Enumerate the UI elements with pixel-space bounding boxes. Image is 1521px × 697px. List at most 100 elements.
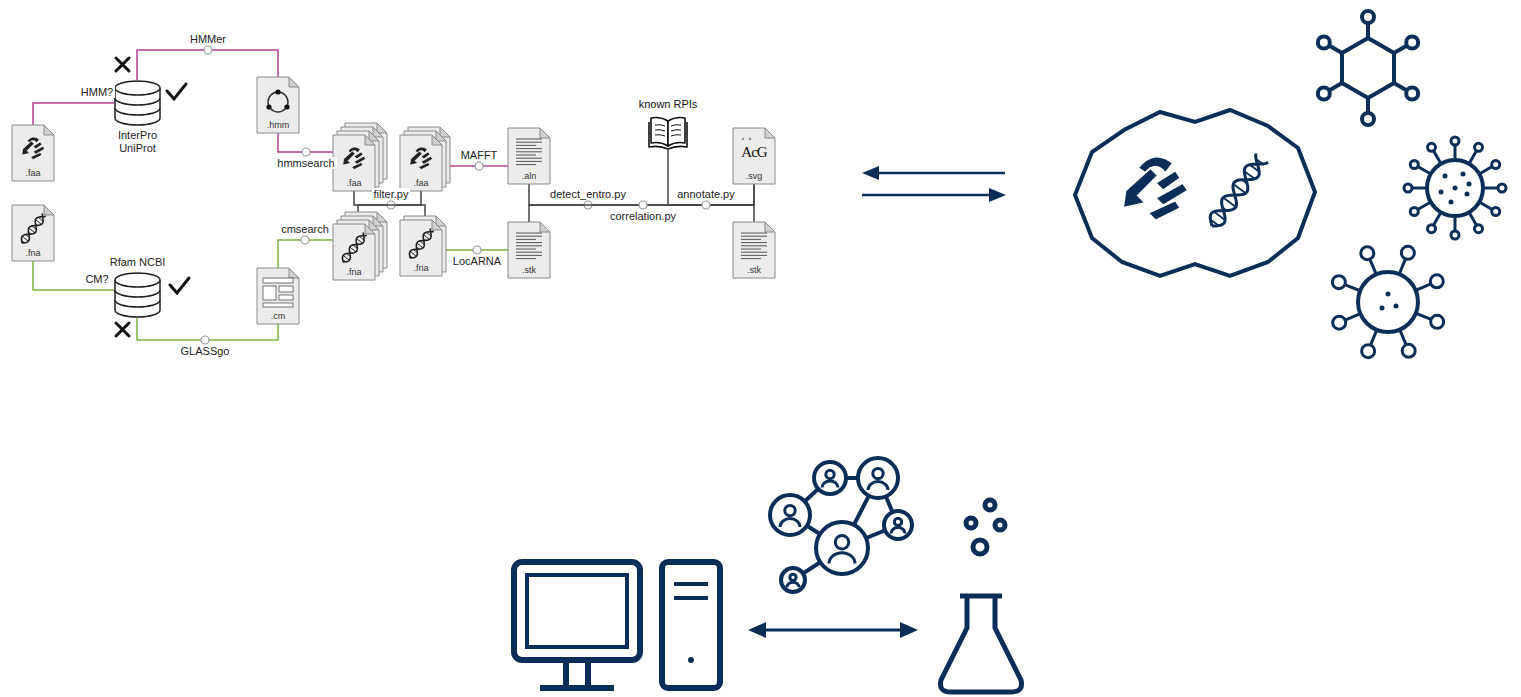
virus-icons <box>1418 202 1431 210</box>
file-shape <box>765 222 775 232</box>
double-arrow <box>748 622 766 638</box>
virus-icons <box>1428 143 1436 151</box>
file-shape <box>765 128 775 138</box>
virus-icons <box>1449 200 1454 205</box>
file-shape <box>432 135 442 145</box>
file-shape <box>333 224 375 280</box>
flask-icon <box>973 540 987 554</box>
file-shape <box>343 236 367 263</box>
file-shape <box>257 268 299 324</box>
virus-icons <box>1394 304 1399 309</box>
file-shape <box>44 125 54 135</box>
tool-marker <box>473 246 481 254</box>
virus-icons <box>1475 225 1483 233</box>
file-shape <box>741 249 761 250</box>
flask-icon <box>995 520 1005 530</box>
virus-icons <box>1380 306 1385 311</box>
file-shape <box>516 258 536 259</box>
file-icon: .fna <box>333 212 387 280</box>
file-shape <box>257 77 299 133</box>
virus-icons <box>1498 184 1506 192</box>
exchange-arrows <box>862 166 879 180</box>
tool-label: hmmsearch <box>275 157 336 169</box>
file-shape <box>516 242 542 243</box>
computer-icon <box>674 584 708 598</box>
file-shape <box>540 128 550 138</box>
database-cylinder <box>115 273 160 287</box>
file-shape <box>22 137 45 160</box>
file-shape <box>516 151 542 152</box>
cell-content <box>1210 159 1263 226</box>
virus-icons <box>1410 208 1418 216</box>
virus-icons <box>1451 137 1459 145</box>
file-shape <box>516 139 542 140</box>
virus-icons <box>1416 313 1431 319</box>
cell-content <box>1123 168 1158 208</box>
file-shape <box>432 220 442 230</box>
file-shape <box>343 233 364 263</box>
virus-icons <box>1358 272 1418 332</box>
network-icon <box>868 482 888 490</box>
file-icon: .faa <box>400 127 450 191</box>
file-shape <box>12 125 54 181</box>
virus-icons <box>1404 184 1412 192</box>
file-shape <box>516 255 542 256</box>
computer-icon <box>540 662 614 688</box>
virus-icons <box>1479 202 1492 210</box>
file-shape <box>284 104 289 109</box>
database-icon: Rfam NCBI <box>103 256 173 318</box>
exchange-arrows <box>876 172 1005 175</box>
node-text: .hmm <box>257 120 299 130</box>
network-icon <box>816 522 868 574</box>
virus-icons <box>1402 344 1415 357</box>
database-cylinder <box>115 273 160 317</box>
file-shape <box>289 77 299 87</box>
tool-label: MAFFT <box>459 149 500 161</box>
check-marks <box>116 58 129 71</box>
file-shape <box>516 249 536 250</box>
tool-marker <box>302 148 310 156</box>
computer-icon <box>662 562 720 688</box>
network-icon <box>785 505 795 515</box>
virus-icons <box>1318 88 1330 100</box>
virus-icons <box>1371 330 1377 345</box>
cell-content <box>1210 154 1268 227</box>
virus-icons <box>1416 284 1431 290</box>
file-icon: .faa <box>12 125 54 181</box>
file-shape <box>279 286 293 292</box>
file-shape <box>365 135 375 145</box>
file-shape <box>516 233 542 234</box>
check-marks <box>170 278 189 293</box>
node-text: .fna <box>333 267 375 277</box>
virus-icons <box>1346 314 1361 320</box>
virus-icons <box>1362 345 1375 358</box>
file-shape <box>516 155 536 156</box>
book-icon <box>648 114 688 150</box>
virus-icons <box>1361 247 1374 260</box>
virus-icons <box>1479 167 1492 175</box>
database-cylinder <box>114 80 161 127</box>
file-shape <box>508 128 550 184</box>
file-shape <box>741 252 767 253</box>
computer-icon <box>688 657 694 663</box>
node-text: InterPro UniProt <box>103 129 173 155</box>
database-cylinder <box>115 81 160 95</box>
network-icon <box>873 468 883 478</box>
tool-label: detect_entro.py <box>548 188 628 200</box>
virus-icons <box>1406 88 1418 100</box>
node-text: .cm <box>257 311 299 321</box>
file-shape <box>733 222 775 278</box>
file-shape <box>22 214 46 244</box>
tool-marker <box>475 162 483 170</box>
file-shape <box>410 229 434 259</box>
network-icon <box>822 481 838 488</box>
file-shape <box>516 145 536 146</box>
file-shape <box>343 233 367 263</box>
book-icon <box>649 122 687 149</box>
virus-icons <box>1370 260 1376 275</box>
virus-icons <box>1469 212 1477 225</box>
node-text: .faa <box>12 168 54 178</box>
flask-icon <box>940 500 1021 692</box>
network-icon <box>781 568 805 592</box>
double-arrow <box>748 622 918 638</box>
